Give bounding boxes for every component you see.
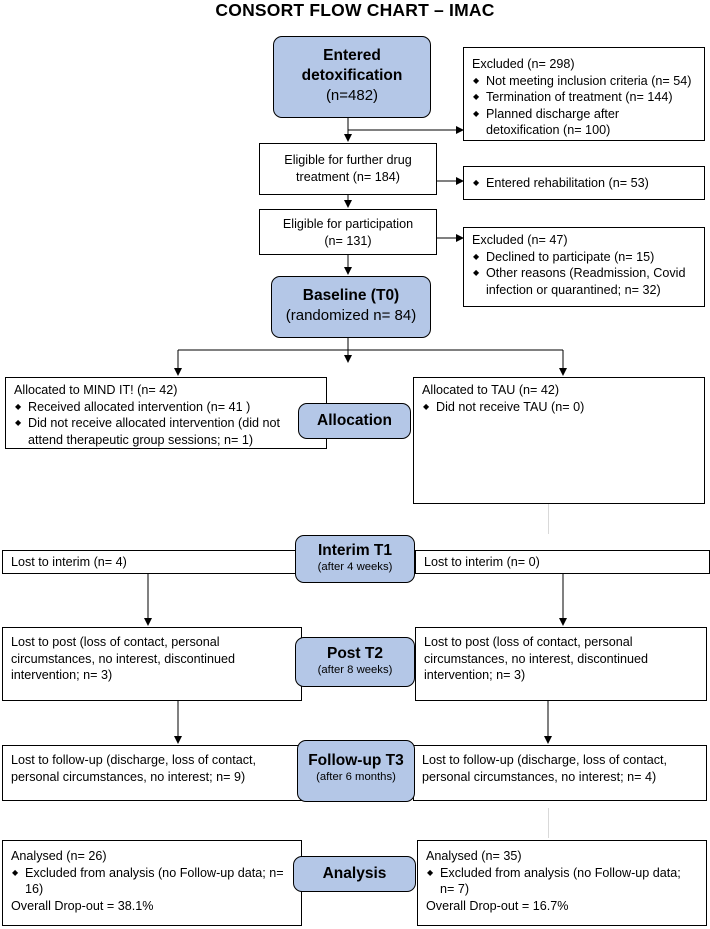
followup-right-text: Lost to follow-up (discharge, loss of co… xyxy=(422,753,668,784)
connector-faint xyxy=(548,504,549,534)
stage-followup-title: Follow-up T3 xyxy=(308,752,404,769)
followup-left-text: Lost to follow-up (discharge, loss of co… xyxy=(11,753,257,784)
post-left-box: Lost to post (loss of contact, personal … xyxy=(2,627,302,701)
interim-right-text: Lost to interim (n= 0) xyxy=(424,555,540,569)
post-right-text: Lost to post (loss of contact, personal … xyxy=(424,635,649,683)
stage-analysis: Analysis xyxy=(293,856,416,892)
stage-post: Post T2 (after 8 weeks) xyxy=(295,637,415,687)
post-right-box: Lost to post (loss of contact, personal … xyxy=(415,627,707,701)
analysis-left-analysed: Analysed (n= 26) xyxy=(11,849,107,863)
eligible-drug-line2: treatment (n= 184) xyxy=(296,169,400,184)
interim-right-box: Lost to interim (n= 0) xyxy=(415,550,710,574)
eligible-part-line2: (n= 131) xyxy=(324,233,372,248)
chart-title: CONSORT FLOW CHART – IMAC xyxy=(215,0,495,20)
excluded1-item: Not meeting inclusion criteria (n= 54) xyxy=(472,73,696,90)
stage-followup: Follow-up T3 (after 6 months) xyxy=(297,740,415,802)
excluded2-item: Declined to participate (n= 15) xyxy=(472,249,696,266)
rehab-item: Entered rehabilitation (n= 53) xyxy=(472,175,696,192)
allocation-right-box: Allocated to TAU (n= 42) Did not receive… xyxy=(413,377,705,504)
rehab-box: Entered rehabilitation (n= 53) xyxy=(463,166,705,200)
analysis-right-excluded: Excluded from analysis (no Follow-up dat… xyxy=(426,865,698,898)
baseline-title: Baseline (T0) xyxy=(302,287,400,304)
alloc-left-header: Allocated to MIND IT! (n= 42) xyxy=(14,383,178,397)
stage-interim-sub: (after 4 weeks) xyxy=(317,561,393,573)
stage-followup-sub: (after 6 months) xyxy=(316,771,396,783)
analysis-right-box: Analysed (n= 35) Excluded from analysis … xyxy=(417,840,707,926)
entered-count: (n=482) xyxy=(325,87,379,104)
eligible-participation-box: Eligible for participation (n= 131) xyxy=(259,209,437,255)
post-left-text: Lost to post (loss of contact, personal … xyxy=(11,635,236,683)
eligible-drug-box: Eligible for further drug treatment (n= … xyxy=(259,143,437,195)
interim-left-box: Lost to interim (n= 4) xyxy=(2,550,297,574)
connector-faint xyxy=(548,808,549,838)
excluded-box-1: Excluded (n= 298) Not meeting inclusion … xyxy=(463,47,705,141)
alloc-right-item: Did not receive TAU (n= 0) xyxy=(422,399,696,416)
alloc-left-item: Did not receive allocated intervention (… xyxy=(14,415,318,448)
stage-interim: Interim T1 (after 4 weeks) xyxy=(295,535,415,583)
analysis-right-analysed: Analysed (n= 35) xyxy=(426,849,522,863)
analysis-left-dropout: Overall Drop-out = 38.1% xyxy=(11,898,154,913)
stage-analysis-title: Analysis xyxy=(322,865,387,882)
excluded2-header: Excluded (n= 47) xyxy=(472,233,568,247)
baseline-sub: (randomized n= 84) xyxy=(285,307,417,324)
interim-left-text: Lost to interim (n= 4) xyxy=(11,555,127,569)
excluded1-item: Termination of treatment (n= 144) xyxy=(472,89,696,106)
entered-detox-box: Entered detoxification (n=482) xyxy=(273,36,431,118)
stage-interim-title: Interim T1 xyxy=(317,542,393,559)
alloc-right-header: Allocated to TAU (n= 42) xyxy=(422,383,560,397)
eligible-drug-line1: Eligible for further drug xyxy=(284,153,412,167)
analysis-left-box: Analysed (n= 26) Excluded from analysis … xyxy=(2,840,302,926)
stage-allocation: Allocation xyxy=(298,403,411,439)
followup-left-box: Lost to follow-up (discharge, loss of co… xyxy=(2,745,302,801)
excluded1-header: Excluded (n= 298) xyxy=(472,57,575,71)
excluded2-item: Other reasons (Readmission, Covid infect… xyxy=(472,265,696,298)
analysis-left-excluded: Excluded from analysis (no Follow-up dat… xyxy=(11,865,293,898)
allocation-left-box: Allocated to MIND IT! (n= 42) Received a… xyxy=(5,377,327,449)
excluded1-item: Planned discharge after detoxification (… xyxy=(472,106,696,139)
followup-right-box: Lost to follow-up (discharge, loss of co… xyxy=(413,745,707,801)
stage-allocation-title: Allocation xyxy=(317,412,392,429)
alloc-left-item: Received allocated intervention (n= 41 ) xyxy=(14,399,318,416)
stage-post-title: Post T2 xyxy=(327,645,383,662)
stage-post-sub: (after 8 weeks) xyxy=(317,664,393,676)
excluded-box-2: Excluded (n= 47) Declined to participate… xyxy=(463,227,705,307)
baseline-box: Baseline (T0) (randomized n= 84) xyxy=(271,276,431,338)
entered-line1: Entered xyxy=(323,47,381,64)
eligible-part-line1: Eligible for participation xyxy=(282,217,414,231)
analysis-right-dropout: Overall Drop-out = 16.7% xyxy=(426,898,569,913)
entered-line2: detoxification xyxy=(301,67,403,84)
